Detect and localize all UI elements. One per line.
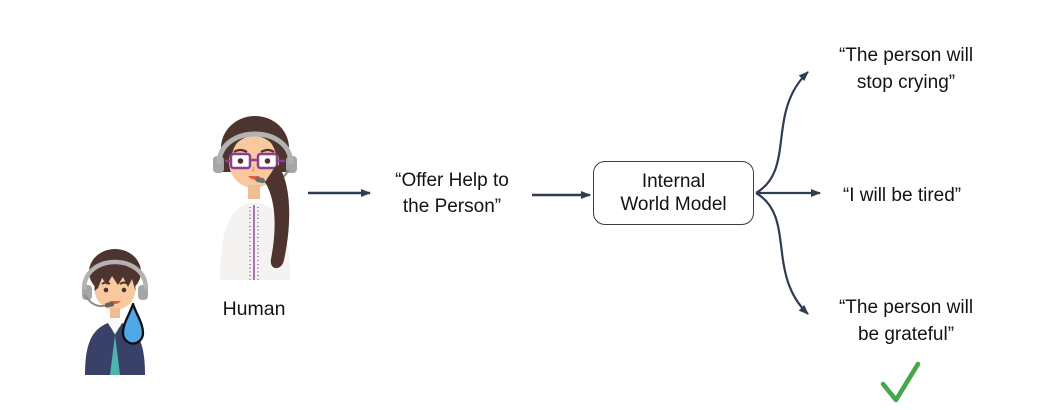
- eyebrow-right: [119, 281, 129, 285]
- internal-world-model-box: Internal World Model: [593, 161, 754, 225]
- mic: [255, 176, 265, 184]
- ponytail: [265, 164, 290, 269]
- arrow-model-to-outcome-top: [755, 71, 809, 194]
- shirt-collar: [107, 318, 123, 334]
- human-label: Human: [222, 298, 286, 320]
- eye-left: [237, 158, 244, 164]
- eyebrow-left: [101, 281, 111, 285]
- outcome-top-line2: stop crying”: [856, 72, 956, 93]
- crying-person-avatar: [81, 249, 149, 375]
- bangs: [94, 262, 136, 291]
- outcome-stop-crying: “The person will stop crying”: [806, 42, 1006, 96]
- model-box-line2: World Model: [620, 194, 727, 215]
- headset-band: [81, 259, 149, 290]
- eye-left: [103, 287, 109, 293]
- eye-right: [121, 287, 127, 293]
- eye-right: [264, 158, 271, 164]
- action-text: “Offer Help to the Person”: [352, 168, 552, 220]
- outcome-mid-line1: “I will be tired”: [842, 185, 962, 206]
- tear-icon: [121, 302, 145, 345]
- outcome-tired: “I will be tired”: [802, 182, 1002, 209]
- action-text-line1: “Offer Help to: [395, 170, 509, 191]
- checkmark-icon: [880, 361, 921, 403]
- blazer-left: [85, 323, 115, 375]
- model-box-line1: Internal: [641, 171, 706, 192]
- outcome-grateful: “The person will be grateful”: [806, 294, 1006, 348]
- outcome-top-line1: “The person will: [838, 45, 974, 66]
- outcome-bottom-line1: “The person will: [838, 297, 974, 318]
- action-text-line2: the Person”: [402, 196, 502, 217]
- mic: [104, 301, 114, 308]
- neck: [248, 185, 260, 199]
- outcome-bottom-line2: be grateful”: [857, 324, 955, 345]
- nose: [252, 166, 255, 173]
- eyebrow-left: [233, 148, 248, 153]
- headset-band: [216, 131, 294, 165]
- eyebrow-right: [260, 148, 275, 153]
- mic-boom: [84, 294, 108, 308]
- support-agent-avatar: [213, 116, 297, 280]
- checkmark-stroke: [880, 361, 921, 403]
- neck: [110, 308, 120, 318]
- arrow-model-to-outcome-bottom: [755, 192, 809, 315]
